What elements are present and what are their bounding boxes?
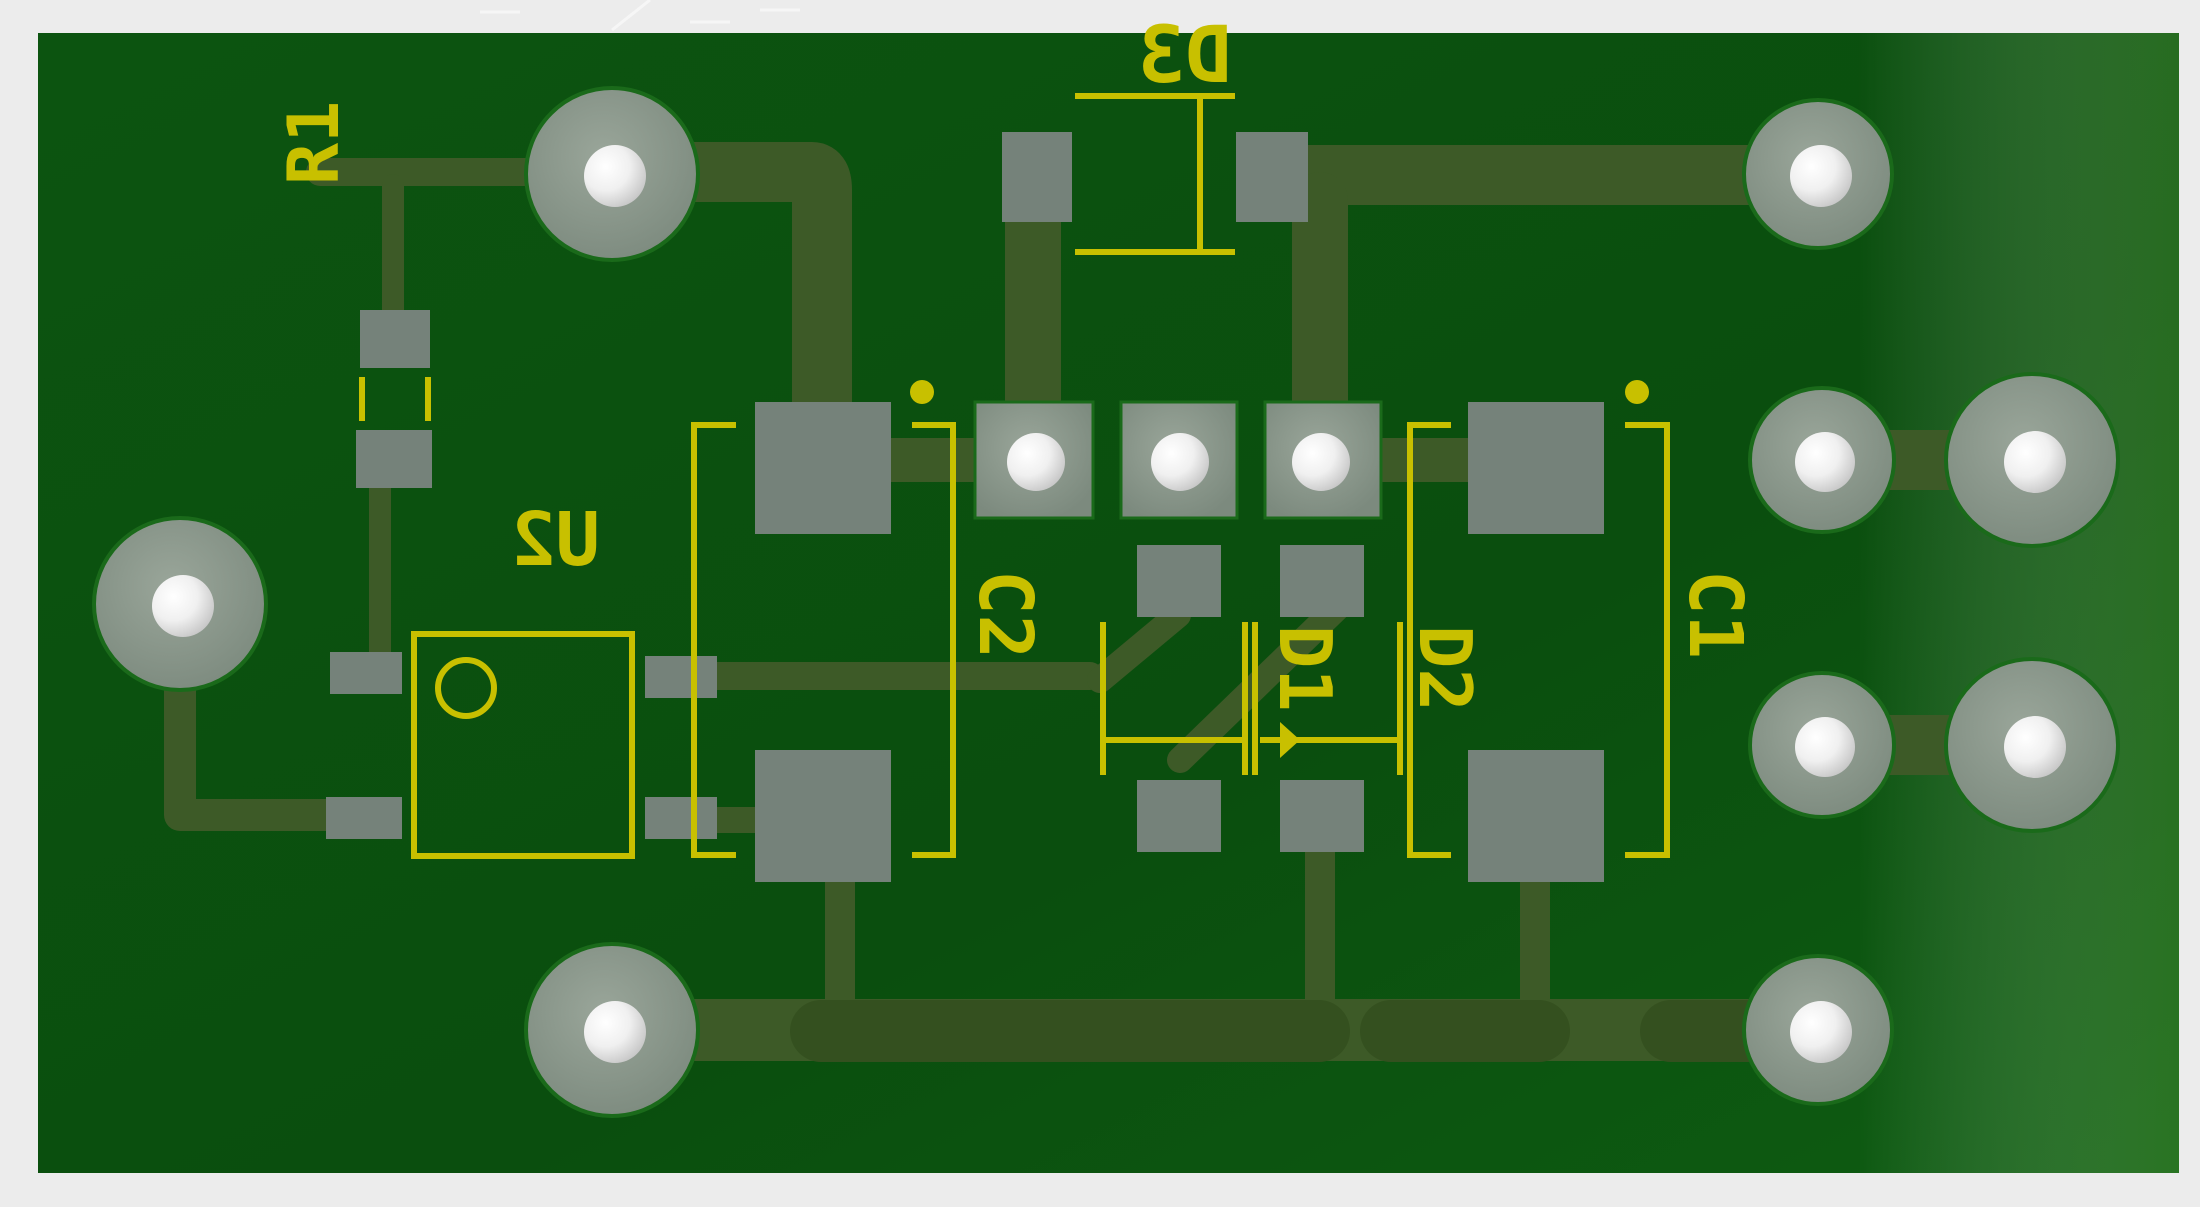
pin1-marker (435, 657, 497, 719)
designator-d1: D1 (1263, 625, 1347, 712)
pad-u2-1[interactable] (330, 652, 402, 694)
pad-right-1a[interactable] (1748, 386, 1896, 534)
drill-hole (2004, 431, 2066, 493)
drill-hole (584, 145, 646, 207)
pad-r1-top[interactable] (360, 310, 430, 368)
top-edge-artifacts (480, 0, 800, 32)
drill-hole (1790, 1001, 1852, 1063)
designator-d2: D2 (1403, 625, 1487, 712)
designator-c1: C1 (1672, 570, 1758, 659)
pad-u2-4[interactable] (645, 797, 717, 839)
designator-u2: U2 (511, 497, 600, 583)
silk-d3 (1075, 93, 1235, 255)
pad-d2-bottom[interactable] (1280, 780, 1364, 852)
drill-hole (584, 1001, 646, 1063)
drill-hole (1292, 433, 1350, 491)
silk-d1 (1100, 622, 1258, 775)
pad-u2-3[interactable] (645, 656, 717, 698)
silk-r1-body (359, 377, 431, 421)
drill-hole (1151, 433, 1209, 491)
smd-pads (326, 132, 1604, 882)
pad-top-right[interactable] (1742, 98, 1894, 250)
pad-d3-left[interactable] (1002, 132, 1072, 222)
header-3pin (973, 400, 1383, 520)
pad-d1-top[interactable] (1137, 545, 1221, 617)
pad-u2-2[interactable] (326, 797, 402, 839)
drill-hole (1790, 145, 1852, 207)
pad-c2-top[interactable] (755, 402, 891, 534)
trace-tl-c2 (582, 142, 852, 460)
silk-c2 (691, 422, 956, 858)
d1-arrow-mark (1280, 722, 1300, 758)
designator-c2: C2 (962, 570, 1048, 659)
pad-c2-bottom[interactable] (755, 750, 891, 882)
drill-hole (1795, 717, 1855, 777)
silkscreen (359, 93, 1670, 859)
drill-hole (152, 575, 214, 637)
pad-bottom-left[interactable] (524, 942, 700, 1118)
c1-polarity-dot (1625, 380, 1649, 404)
silk-polarity-dots (910, 380, 1649, 404)
tht-pads (92, 86, 2120, 1118)
pad-right-2a[interactable] (1748, 671, 1896, 819)
bus-segment-left (790, 1000, 1350, 1062)
silk-u2 (411, 631, 635, 859)
pad-left-mid[interactable] (92, 516, 268, 692)
pad-d3-right[interactable] (1236, 132, 1308, 222)
designator-r1: R1 (273, 101, 355, 185)
pad-top-left[interactable] (524, 86, 700, 262)
bus-segment-mid (1360, 1000, 1570, 1062)
header-pin-3[interactable] (1263, 400, 1383, 520)
header-pin-2[interactable] (1119, 400, 1239, 520)
header-pin-1[interactable] (973, 400, 1095, 520)
pad-d1-bottom[interactable] (1137, 780, 1221, 852)
pad-right-1b[interactable] (1944, 372, 2120, 548)
trace-left-u2 (164, 674, 376, 831)
drill-hole (1007, 433, 1065, 491)
designator-d3: D3 (1138, 11, 1232, 101)
trace-d1-diag2 (1167, 592, 1353, 773)
drill-hole (1795, 432, 1855, 492)
pad-right-2b[interactable] (1944, 657, 2120, 833)
silk-c1 (1407, 422, 1670, 858)
pad-d2-top[interactable] (1280, 545, 1364, 617)
pad-r1-bottom[interactable] (356, 430, 432, 488)
silk-designators: R1 D3 U2 C2 C1 D1 D2 (273, 11, 1758, 712)
pad-c1-top[interactable] (1468, 402, 1604, 534)
c2-polarity-dot (910, 380, 934, 404)
pad-bottom-right[interactable] (1742, 954, 1894, 1106)
pad-c1-bottom[interactable] (1468, 750, 1604, 882)
drill-hole (2004, 716, 2066, 778)
